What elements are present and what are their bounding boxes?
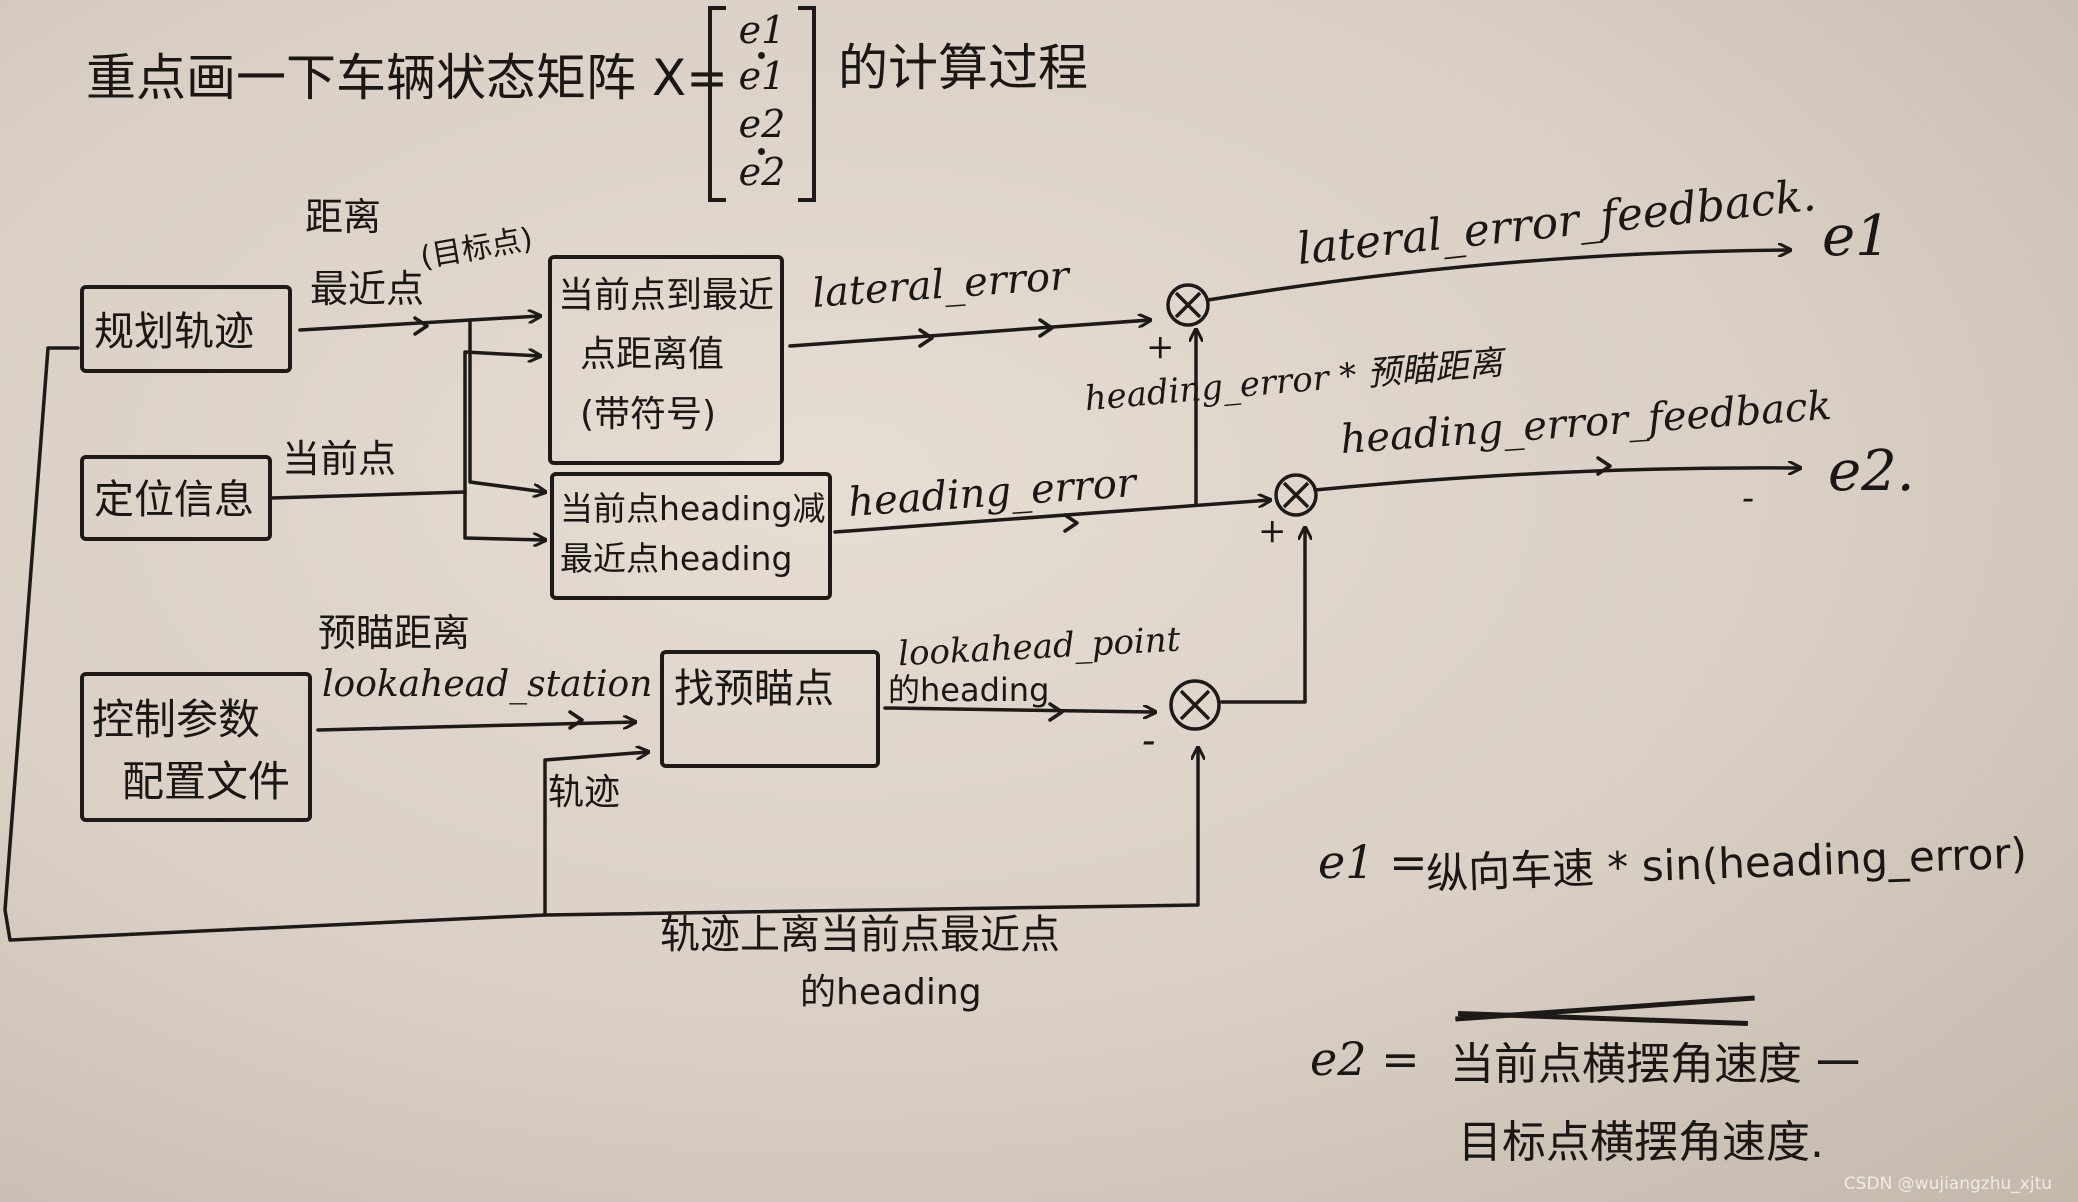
- page-title: 重点画一下车辆状态矩阵 X=: [86, 49, 729, 107]
- wire-to-e2: [1313, 468, 1800, 492]
- label-trajectory: 轨迹: [548, 772, 621, 813]
- box-control-config-line1: 控制参数: [92, 695, 261, 744]
- box-localization: 定位信息: [80, 455, 272, 541]
- box-heading-diff: 当前点heading减 最近点heading: [550, 472, 832, 600]
- label-nearest-heading-2: 的heading: [800, 972, 982, 1013]
- output-e1: e1: [1822, 204, 1891, 269]
- box-nearest-distance-line3: (带符号): [580, 393, 717, 435]
- box-control-config: 控制参数 配置文件: [80, 672, 312, 822]
- box-control-config-line2: 配置文件: [122, 757, 291, 807]
- matrix-cell-2: e1: [726, 52, 798, 98]
- label-lookahead-station: lookahead_station: [322, 664, 653, 705]
- box-heading-diff-line1: 当前点heading减: [560, 489, 826, 528]
- wire-lookahead-heading: [883, 708, 1155, 712]
- output-e2: e2.: [1828, 439, 1915, 504]
- formula-e1dot-lhs: e1 =: [1318, 836, 2078, 889]
- formula-e2dot-line2: 目标点横摆角速度.: [1458, 1117, 1824, 1168]
- wire-feedback-loop: [3, 346, 1198, 942]
- wire-lateral-error: [788, 320, 1150, 348]
- box-nearest-distance: 当前点到最近 点距离值 (带符号): [548, 255, 784, 465]
- box-nearest-distance-line1: 当前点到最近: [558, 275, 775, 316]
- sum-junction-2: [1274, 473, 1318, 517]
- box-heading-diff-line2: 最近点heading: [560, 538, 793, 578]
- formula-e2dot-lhs: e2 =: [1310, 1032, 2078, 1086]
- matrix-cell-3: e2: [738, 102, 786, 146]
- box-planned-trajectory: 规划轨迹: [80, 285, 292, 373]
- wire-trajectory-into-lookahead: [543, 752, 648, 917]
- label-nearest-heading: 轨迹上离当前点最近点: [660, 912, 1060, 958]
- label-lookahead-distance: 预瞄距离: [318, 611, 471, 655]
- sum-junction-1: [1166, 283, 1210, 327]
- box-nearest-distance-line2: 点距离值: [580, 334, 725, 376]
- wire-to-e1: [1206, 250, 1790, 302]
- wire-lookahead-station: [316, 722, 635, 732]
- sign-minus-2: -: [1742, 478, 1755, 519]
- wire-sum3-to-sum2: [1220, 528, 1305, 704]
- sum-junction-3: [1169, 679, 1221, 731]
- sign-plus-2: +: [1258, 511, 1287, 551]
- wire-localization-up: [463, 352, 540, 494]
- matrix-cell-1: e1: [738, 8, 786, 52]
- box-find-lookahead-label: 找预瞄点: [674, 666, 834, 712]
- wire-localization: [270, 490, 467, 500]
- wire-trajectory-to-heading: [468, 318, 545, 492]
- label-current-point: 当前点: [282, 437, 397, 481]
- label-lookahead-heading: 的heading: [888, 671, 1050, 709]
- box-localization-label: 定位信息: [94, 477, 254, 523]
- label-nearest-point: 最近点: [310, 267, 425, 311]
- box-find-lookahead: 找预瞄点: [660, 650, 880, 768]
- sign-plus-1: +: [1146, 327, 1175, 367]
- box-planned-trajectory-label: 规划轨迹: [94, 309, 254, 355]
- formula-e2dot-line1: 当前点横摆角速度 一: [1450, 1039, 1860, 1090]
- watermark: CSDN @wujiangzhu_xjtu: [1843, 1174, 2052, 1194]
- page-title-suffix: 的计算过程: [838, 39, 1088, 97]
- state-matrix: e1 e1 e2 e2: [708, 6, 816, 202]
- matrix-cell-4: e2: [726, 148, 798, 194]
- label-distance: 距离: [305, 195, 382, 239]
- sign-minus-1: -: [1142, 718, 1156, 764]
- wire-localization-down: [463, 490, 545, 540]
